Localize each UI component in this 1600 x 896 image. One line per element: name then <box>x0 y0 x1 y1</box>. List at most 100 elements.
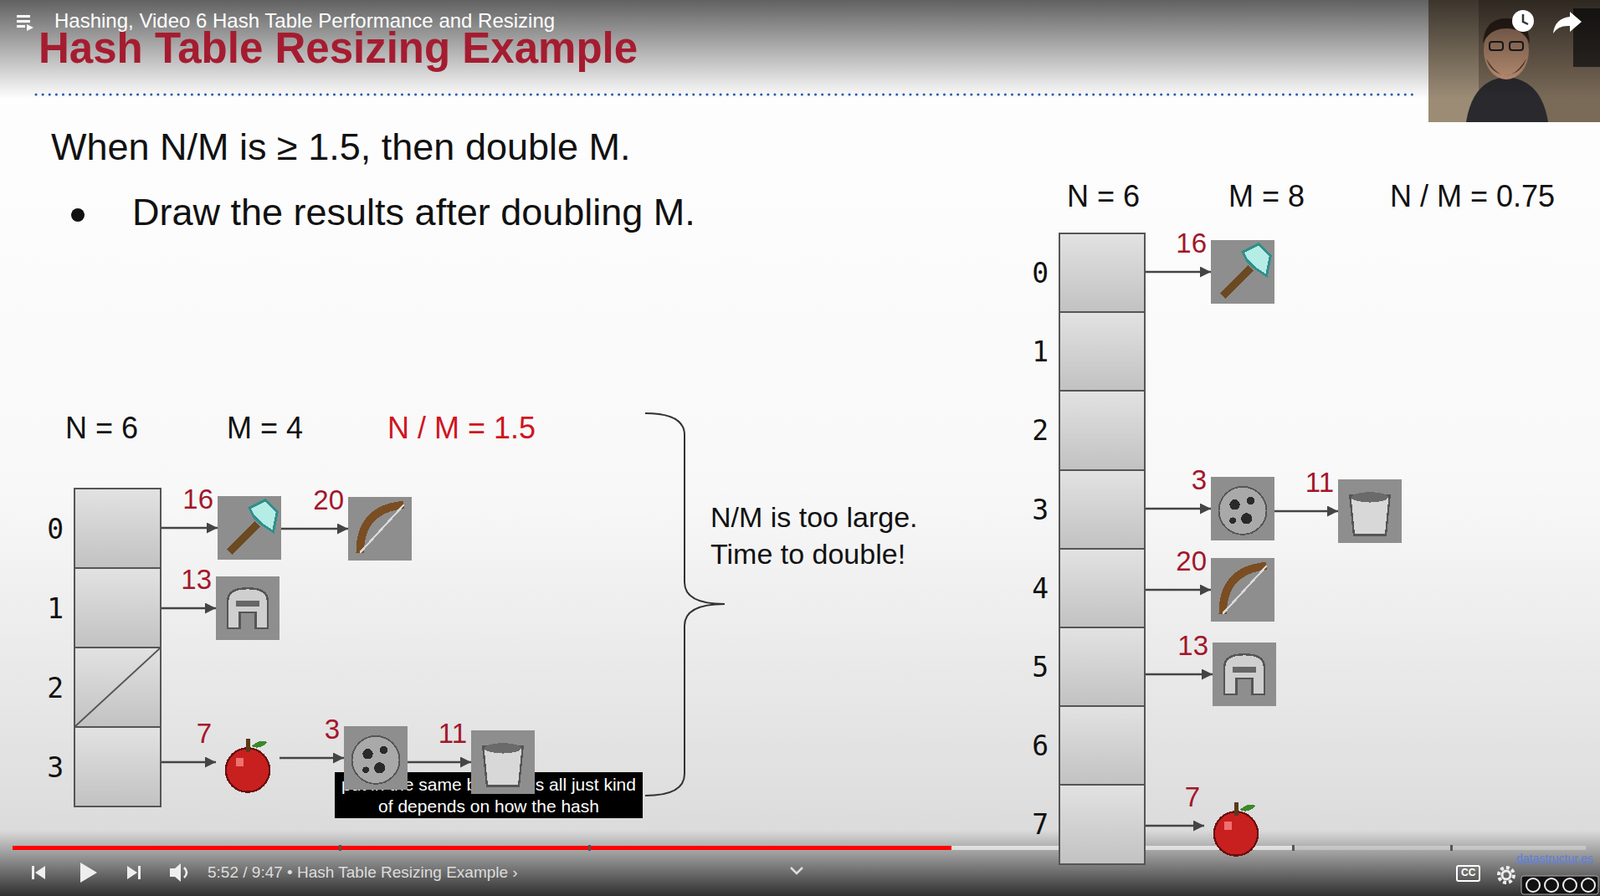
hash-entry: 20 <box>348 497 412 561</box>
pointer-arrow <box>1274 510 1339 513</box>
license-badge <box>1521 876 1599 895</box>
key-number: 16 <box>182 485 214 513</box>
bucket-index: 1 <box>46 594 64 622</box>
playlist-line <box>16 15 31 18</box>
helmet-icon <box>215 576 280 641</box>
bucket-index: 3 <box>1031 495 1049 524</box>
clock-face <box>1512 10 1534 32</box>
hash-entry: 3 <box>343 726 408 790</box>
coal-icon <box>343 726 408 790</box>
chapter-gap <box>588 845 591 852</box>
bucket-index: 4 <box>1031 574 1049 602</box>
chevron-icon <box>790 867 803 874</box>
key-number: 13 <box>180 565 212 594</box>
play-icon <box>80 862 98 883</box>
curly-bracket <box>645 413 725 796</box>
chapter-gap <box>338 845 342 852</box>
clock-hands <box>1523 14 1529 25</box>
watch-later-icon <box>1512 10 1534 32</box>
time-display: 5:52 / 9:47 • Hash Table Resizing Exampl… <box>207 863 518 883</box>
badge-frame <box>1521 876 1599 895</box>
pointer-arrow <box>1145 673 1213 677</box>
chapter-gap <box>1292 845 1295 852</box>
hash-entry: 13 <box>1212 642 1277 707</box>
bucket-cell: 2 <box>1058 389 1146 471</box>
share-icon <box>1553 11 1582 34</box>
previous-icon <box>35 866 46 880</box>
progress-track <box>12 846 1586 851</box>
stat-label: N / M = 0.75 <box>1389 179 1555 214</box>
playlist-icon <box>16 15 34 31</box>
stat-label: N / M = 1.5 <box>387 410 536 446</box>
next-icon <box>127 866 138 880</box>
key-number: 11 <box>438 719 467 748</box>
rule-text: When N/M is ≥ 1.5, then double M. <box>51 125 631 170</box>
top-overlay <box>0 0 1600 99</box>
progress-played <box>12 846 952 851</box>
gear-hub <box>1502 871 1511 880</box>
badge-circle <box>1581 878 1595 893</box>
bucket-index: 2 <box>1031 416 1049 445</box>
bucket-cell: 1 <box>1058 311 1146 392</box>
bucket-cell: 6 <box>1058 705 1146 786</box>
settings-icon <box>1498 867 1514 883</box>
watermark: datastructur.es <box>1516 851 1594 866</box>
bucket-cell: 5 <box>1058 626 1146 708</box>
player-controls <box>31 862 187 883</box>
previous-bar <box>31 866 35 880</box>
key-number: 3 <box>1191 466 1207 494</box>
badge-circle <box>1526 878 1540 893</box>
bucket-cell: 7 <box>1058 784 1146 865</box>
bucket-cell: 3 <box>1058 469 1146 550</box>
apple-icon <box>1204 794 1268 858</box>
badge-circle <box>1563 878 1577 893</box>
hash-entry: 7 <box>1204 794 1268 858</box>
playlist-play <box>26 24 34 31</box>
key-number: 7 <box>1184 783 1200 811</box>
bucket-cell: 0 <box>1058 232 1146 313</box>
hash-entry: 16 <box>217 496 282 560</box>
gear-teeth <box>1498 867 1514 883</box>
stat-label: N = 6 <box>65 410 139 446</box>
helmet-icon <box>1212 642 1277 707</box>
key-number: 20 <box>312 486 344 514</box>
hash-entry: 20 <box>1210 558 1275 622</box>
hash-entry: 3 <box>1210 476 1275 541</box>
badge-circle <box>1544 878 1559 893</box>
key-number: 13 <box>1177 631 1209 660</box>
key-number: 16 <box>1175 229 1207 257</box>
hash-entry: 7 <box>215 730 280 795</box>
null-slash <box>75 648 160 727</box>
bucket-cell: 1 <box>73 567 162 649</box>
pointer-arrow <box>1145 507 1211 511</box>
bucket-icon <box>471 730 535 795</box>
cc-button: CC <box>1456 865 1481 883</box>
pointer-arrow <box>279 757 344 760</box>
volume-icon <box>169 863 181 883</box>
bucket-index: 1 <box>1031 338 1049 366</box>
coal-icon <box>1210 476 1275 541</box>
key-number: 20 <box>1175 547 1207 575</box>
apple-icon <box>215 730 280 795</box>
stat-label: N = 6 <box>1066 179 1140 214</box>
axe-icon <box>1210 240 1275 304</box>
next-bar <box>138 866 141 880</box>
hash-entry: 11 <box>1338 479 1402 544</box>
hash-entry: 11 <box>471 730 535 795</box>
chapter-gap <box>1450 845 1453 852</box>
bullet-text: Draw the results after doubling M. <box>132 190 696 235</box>
pointer-arrow <box>161 527 218 530</box>
video-title: Hashing, Video 6 Hash Table Performance … <box>54 9 555 33</box>
bucket-cell: 3 <box>73 726 162 808</box>
bucket-index: 6 <box>1031 732 1049 760</box>
bucket-index: 2 <box>46 673 64 702</box>
callout-note: N/M is too large. Time to double! <box>710 498 962 573</box>
key-number: 3 <box>324 715 340 744</box>
pointer-arrow <box>1145 825 1205 828</box>
key-number: 11 <box>1305 468 1334 497</box>
bucket-icon <box>1338 479 1402 544</box>
bucket-index: 7 <box>1031 810 1049 839</box>
pointer-arrow <box>281 528 349 531</box>
bucket-index: 5 <box>1031 653 1049 682</box>
